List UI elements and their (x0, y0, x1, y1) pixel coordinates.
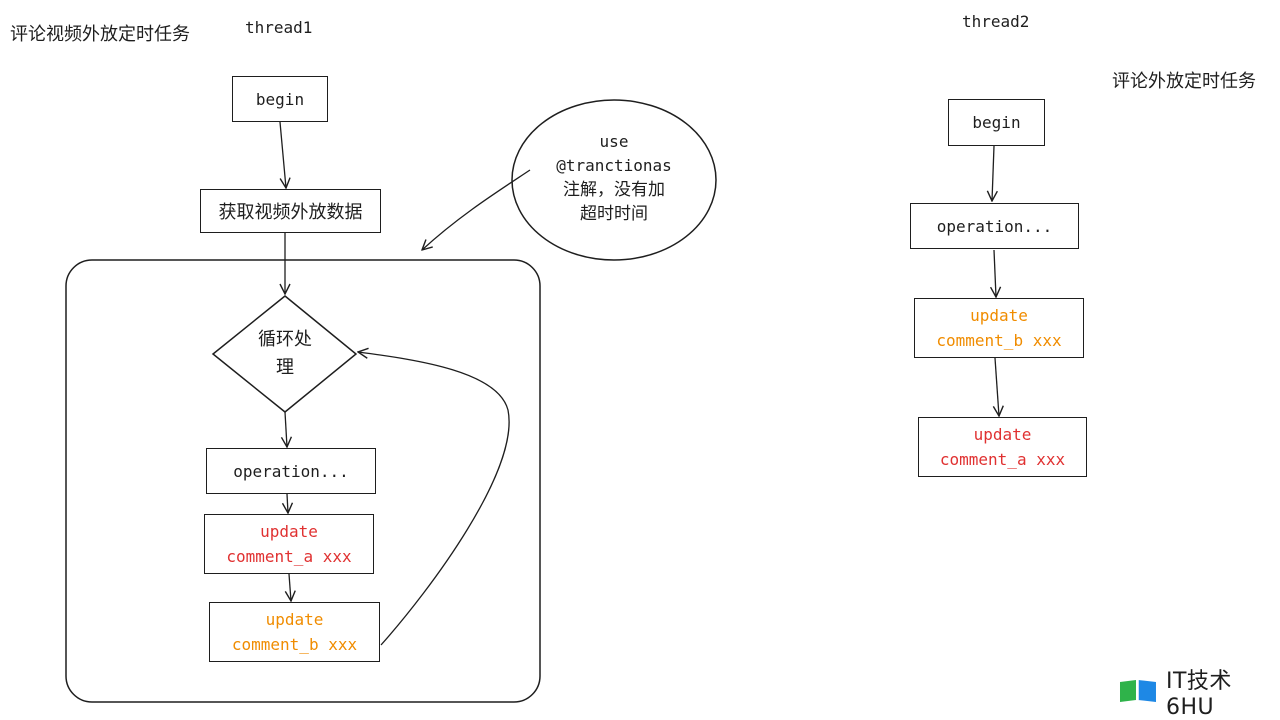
thread1-fetch-label: 获取视频外放数据 (218, 202, 363, 223)
thread1-update-b-line1: update (265, 610, 324, 629)
thread2-update-b-line2: comment_b xxx (936, 331, 1062, 350)
thread2-update-a-line2: comment_a xxx (939, 450, 1066, 469)
thread1-update-a-box: update comment_a xxx (204, 514, 374, 574)
thread2-label: thread2 (962, 12, 1030, 31)
thread1-update-a-line1: update (260, 522, 318, 541)
note-line3: 注解，没有加 (563, 180, 665, 200)
thread1-fetch-box: 获取视频外放数据 (200, 189, 381, 233)
thread1-begin-label: begin (255, 89, 305, 109)
thread2-task-title: 评论外放定时任务 (1112, 71, 1256, 92)
thread2-operation-label: operation... (936, 216, 1053, 236)
watermark-text: IT技术6HU (1165, 668, 1232, 720)
note-text: use @tranctionas 注解，没有加 超时时间 (530, 130, 698, 226)
note-line4: 超时时间 (580, 204, 648, 224)
thread2-update-a-line1: update (973, 425, 1032, 444)
loop-container (65, 259, 541, 703)
note-line2: @tranctionas (556, 156, 672, 175)
book-logo-icon (1119, 680, 1156, 702)
arrow-begin-to-fetch (279, 121, 286, 188)
arrow-t2-update-b-to-update-a (995, 357, 999, 416)
thread2-update-b-box: update comment_b xxx (914, 298, 1084, 358)
thread1-task-title: 评论视频外放定时任务 (10, 24, 190, 45)
thread2-update-b-line1: update (970, 306, 1028, 325)
arrow-note-to-container (422, 169, 531, 250)
thread1-operation-label: operation... (233, 461, 349, 481)
thread2-begin-label: begin (972, 113, 1021, 132)
thread2-begin-box: begin (948, 99, 1045, 146)
note-line1: use (599, 132, 629, 151)
thread1-label: thread1 (245, 18, 313, 37)
arrow-loop-to-operation (285, 411, 287, 447)
thread1-begin-box: begin (232, 76, 328, 122)
thread2-operation-box: operation... (910, 203, 1079, 249)
loop-label-line2: 理 (276, 357, 294, 378)
loop-decision-label: 循环处 理 (243, 326, 327, 382)
watermark: IT技术6HU (1118, 669, 1280, 720)
arrow-loop-back (358, 352, 510, 646)
thread2-update-a-box: update comment_a xxx (918, 417, 1087, 477)
note-ellipse (511, 99, 717, 261)
arrow-update-a-to-update-b (289, 573, 291, 601)
loop-label-line1: 循环处 (258, 329, 312, 350)
arrow-t2-operation-to-update-b (994, 249, 996, 297)
thread1-update-a-line2: comment_a xxx (226, 547, 352, 566)
arrow-t2-begin-to-operation (992, 145, 994, 201)
thread1-operation-box: operation... (206, 448, 376, 494)
thread1-update-b-line2: comment_b xxx (231, 635, 358, 654)
thread1-update-b-box: update comment_b xxx (209, 602, 380, 662)
arrow-operation-to-update-a (287, 493, 288, 513)
